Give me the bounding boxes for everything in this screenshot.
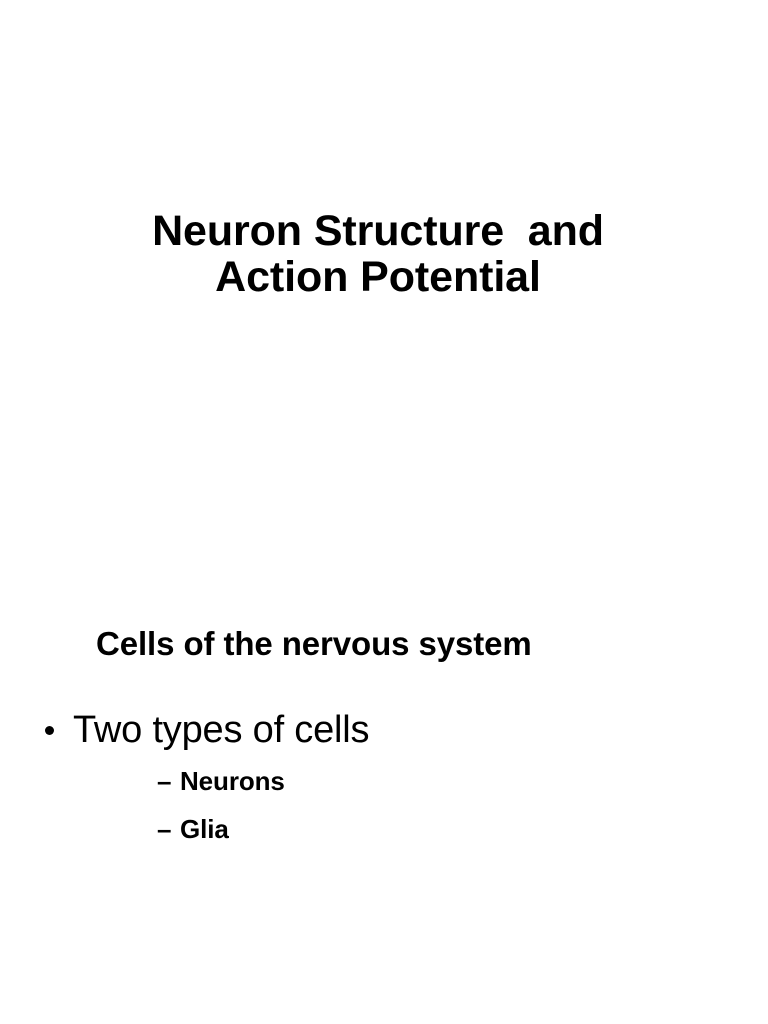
slide-title-block: Neuron Structure and Action Potential — [118, 208, 638, 300]
section-heading: Cells of the nervous system — [96, 625, 532, 662]
list-item: Two types of cells – Neurons – Glia — [0, 708, 768, 850]
bullet-list: Two types of cells – Neurons – Glia — [0, 708, 768, 850]
list-item-label: Glia — [180, 814, 229, 844]
sub-bullet-list: – Neurons – Glia — [73, 760, 768, 850]
list-item-label: Neurons — [180, 766, 285, 796]
list-item-label: Two types of cells — [73, 709, 370, 751]
dash-icon: – — [157, 814, 172, 844]
bullet-dot-icon — [45, 726, 54, 735]
list-item: – Neurons — [73, 760, 768, 802]
dash-icon: – — [157, 766, 172, 796]
page-title: Neuron Structure and Action Potential — [152, 207, 615, 301]
slide-body-block: Cells of the nervous system Two types of… — [0, 624, 768, 850]
list-item: – Glia — [73, 808, 768, 850]
